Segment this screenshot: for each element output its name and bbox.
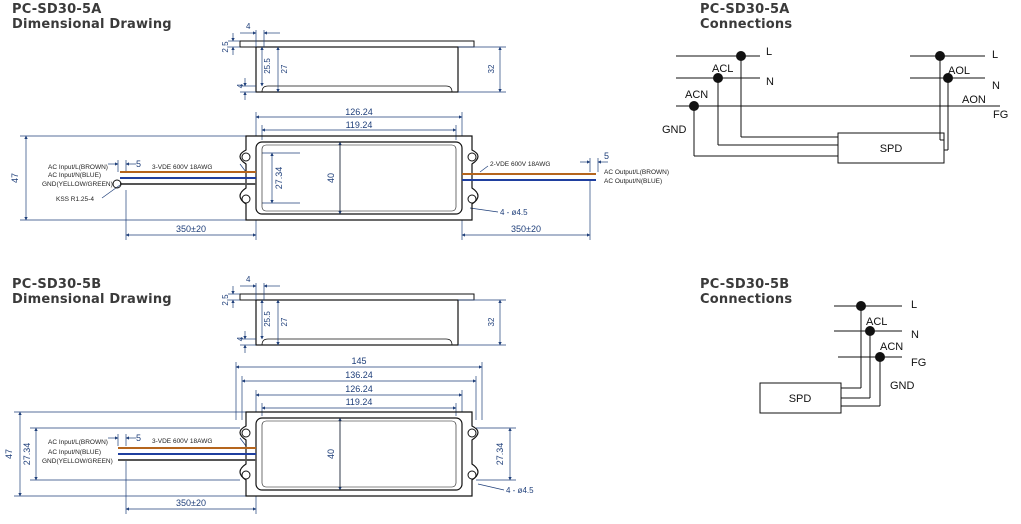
conn-a-label-n2: N <box>992 80 1000 92</box>
top-a-in-g: GND(YELLOW/GREEN) <box>42 181 113 188</box>
top-a-ring: KSS R1.25-4 <box>56 196 94 203</box>
side-b-dim-27: 27 <box>280 317 289 326</box>
side-a-dim-25-5: 25.5 <box>263 58 272 74</box>
side-a-dim-27: 27 <box>280 64 289 73</box>
top-a-dim-119-24: 119.24 <box>346 120 373 130</box>
top-a-cable-in: 3-VDE 600V 18AWG <box>152 164 212 171</box>
title-a-connections: Connections <box>700 17 793 32</box>
top-a-in-l: AC Input/L(BROWN) <box>48 164 108 171</box>
top-b-in-g: GND(YELLOW/GREEN) <box>42 458 113 465</box>
conn-b-label-l: L <box>911 299 917 311</box>
top-b-dim-40: 40 <box>326 449 336 459</box>
conn-a-label-aon: AON <box>962 94 986 106</box>
side-a-dim-32: 32 <box>487 64 496 73</box>
conn-a-label-spd: SPD <box>880 143 903 155</box>
side-b-dim-25-5: 25.5 <box>263 311 272 327</box>
top-a-dim-126-24: 126.24 <box>345 107 373 117</box>
top-b-dim-126-24: 126.24 <box>345 384 373 394</box>
conn-a-label-l2: L <box>992 49 998 61</box>
top-a-lead-left: 350±20 <box>176 224 206 234</box>
conn-a-label-acl: ACL <box>712 63 733 75</box>
side-b-dim-2-5: 2.5 <box>221 294 230 306</box>
top-a-out-l: AC Output/L(BROWN) <box>604 169 669 176</box>
top-view-a: 126.24 119.24 47 27.34 40 5 5 350±20 350… <box>10 107 669 240</box>
title-b-model: PC-SD30-5B <box>12 277 102 292</box>
top-a-dim-5-right: 5 <box>604 151 609 161</box>
top-b-lead-left: 350±20 <box>176 498 206 508</box>
title-a-dimensional: Dimensional Drawing <box>12 17 172 32</box>
top-b-dim-27-34-left: 27.34 <box>22 443 32 466</box>
conn-b-label-acl: ACL <box>866 316 887 328</box>
top-a-holes: 4 - ø4.5 <box>500 208 528 217</box>
conn-a-label-acn: ACN <box>685 89 708 101</box>
top-a-dim-5-left: 5 <box>136 159 141 169</box>
top-b-dim-27-34-right: 27.34 <box>495 443 505 466</box>
top-b-in-l: AC Input/L(BROWN) <box>48 439 108 446</box>
top-a-lead-right: 350±20 <box>511 224 541 234</box>
conn-b-label-gnd: GND <box>890 380 915 392</box>
conn-b-label-fg: FG <box>911 357 926 369</box>
side-a-dim-4: 4 <box>246 22 251 31</box>
conn-a-label-l: L <box>766 46 772 58</box>
connections-a-nodes <box>689 51 953 111</box>
connections-a <box>676 55 1000 164</box>
side-b-dim-4: 4 <box>246 275 251 284</box>
title-b-dimensional: Dimensional Drawing <box>12 292 172 307</box>
side-a-dim-2-5: 2.5 <box>221 41 230 53</box>
top-a-out-n: AC Output/N(BLUE) <box>604 178 662 185</box>
top-b-in-n: AC Input/N(BLUE) <box>48 449 101 456</box>
side-view-a: 4 2.5 25.5 27 4 32 <box>221 22 506 100</box>
conn-a-label-fg: FG <box>993 109 1008 121</box>
conn-b-label-spd: SPD <box>789 393 812 405</box>
conn-b-label-acn: ACN <box>880 341 903 353</box>
conn-a-label-aol: AOL <box>948 65 970 77</box>
top-b-dim-136-24: 136.24 <box>345 370 373 380</box>
title-a-model: PC-SD30-5A <box>12 2 102 17</box>
connections-b <box>759 305 902 414</box>
top-a-dim-27-34: 27.34 <box>274 167 284 190</box>
top-a-dim-47: 47 <box>10 173 20 183</box>
side-b-dim-32: 32 <box>487 317 496 326</box>
top-b-cable-in: 3-VDE 600V 18AWG <box>152 438 212 445</box>
title-a-conn-model: PC-SD30-5A <box>700 2 790 17</box>
top-b-dim-47: 47 <box>4 449 14 459</box>
connections-b-nodes <box>856 301 885 362</box>
top-a-dim-40: 40 <box>326 173 336 183</box>
side-a-dim-4b: 4 <box>236 83 245 88</box>
title-b-connections: Connections <box>700 292 793 307</box>
side-b-dim-4b: 4 <box>236 336 245 341</box>
conn-a-label-gnd: GND <box>662 124 687 136</box>
title-b-conn-model: PC-SD30-5B <box>700 277 790 292</box>
top-a-in-n: AC Input/N(BLUE) <box>48 172 101 179</box>
top-view-b: 145 136.24 126.24 119.24 47 27.34 27.34 … <box>4 356 534 514</box>
top-b-dim-119-24: 119.24 <box>346 397 373 407</box>
conn-b-label-n: N <box>911 329 919 341</box>
top-b-dim-145: 145 <box>351 356 366 366</box>
top-b-holes: 4 - ø4.5 <box>506 486 534 495</box>
side-view-b: 4 2.5 25.5 27 4 32 <box>221 275 506 353</box>
top-b-dim-5-left: 5 <box>136 433 141 443</box>
top-a-cable-out: 2-VDE 600V 18AWG <box>490 161 550 168</box>
conn-a-label-n: N <box>766 76 774 88</box>
